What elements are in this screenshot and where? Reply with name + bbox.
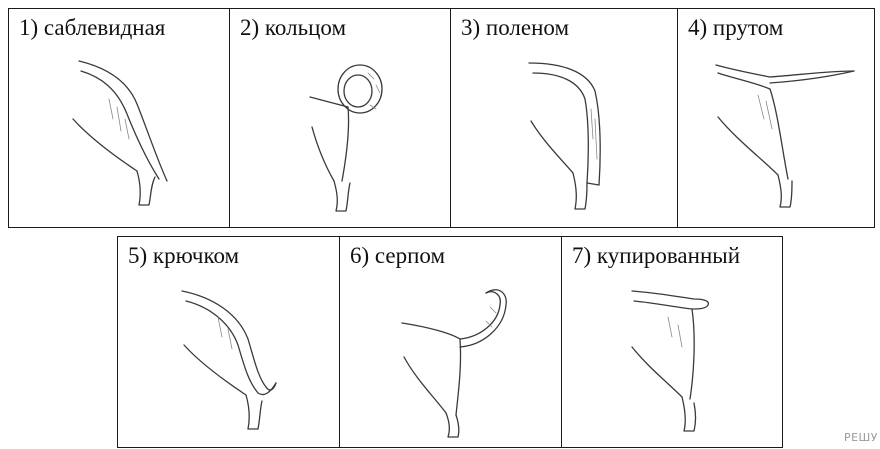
sabre-tail-illustration — [9, 9, 231, 229]
tail-cell-2: 2) кольцом — [229, 8, 451, 228]
hook-tail-illustration — [118, 237, 341, 449]
tail-cell-3: 3) поленом — [450, 8, 678, 228]
rod-tail-illustration — [678, 9, 876, 229]
tail-cell-1: 1) саблевидная — [8, 8, 230, 228]
log-tail-illustration — [451, 9, 679, 229]
tail-cell-6: 6) серпом — [339, 236, 562, 448]
tail-cell-7: 7) купированный — [561, 236, 783, 448]
watermark: РЕШУ — [844, 431, 878, 444]
sickle-tail-illustration — [340, 237, 563, 449]
tail-cell-4: 4) прутом — [677, 8, 875, 228]
docked-tail-illustration — [562, 237, 784, 449]
ring-tail-illustration — [230, 9, 452, 229]
tail-cell-5: 5) крючком — [117, 236, 340, 448]
